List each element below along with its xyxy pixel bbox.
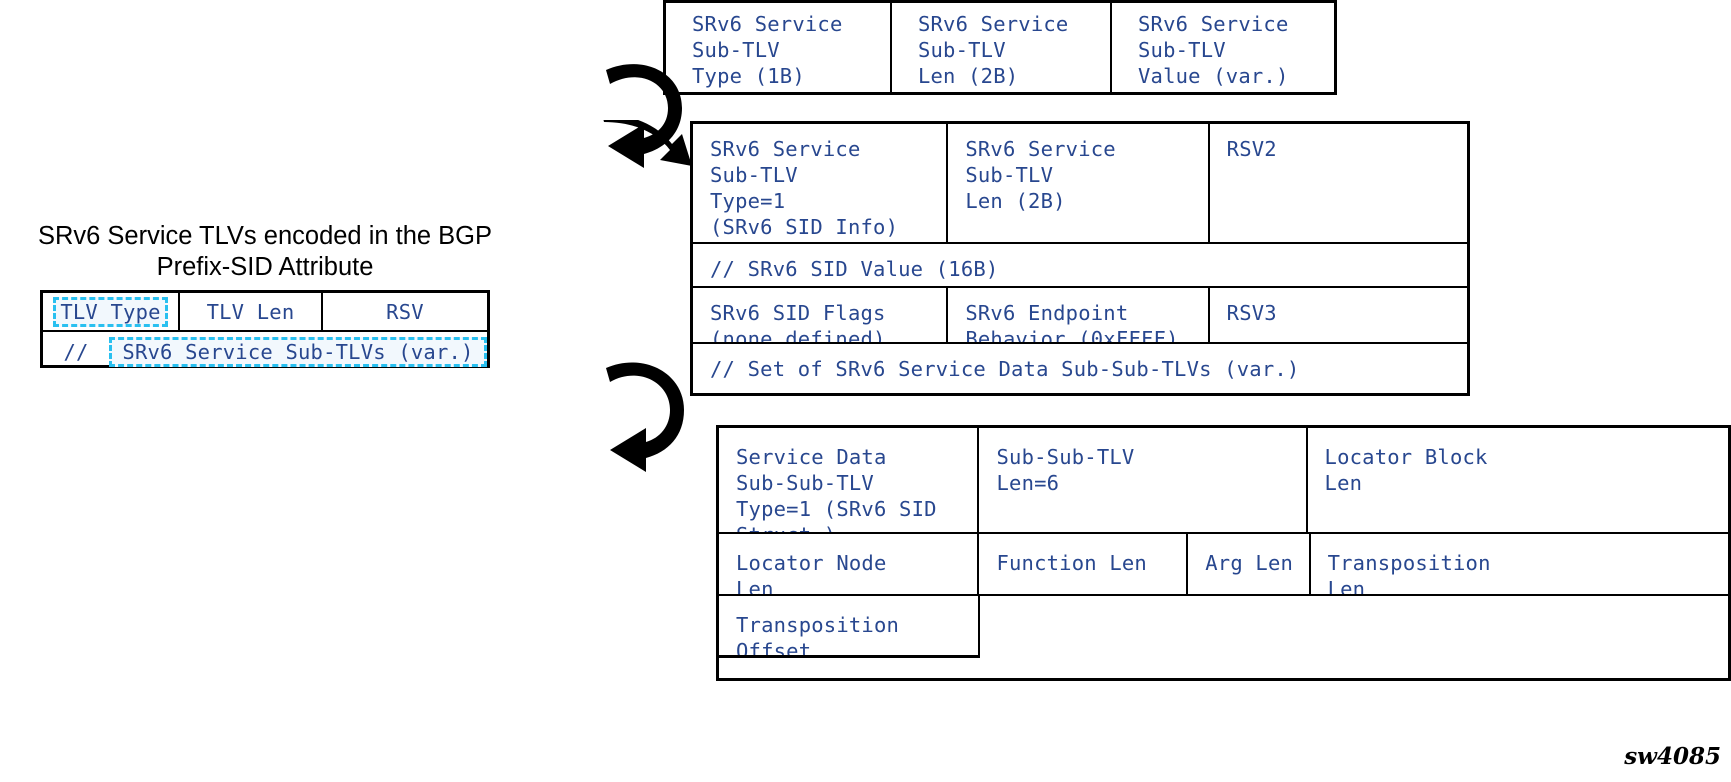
cell-continuation-marker: // [63, 339, 89, 364]
srv6-service-sub-tlvs-highlight: SRv6 Service Sub-TLVs (var.) [109, 336, 487, 367]
cell-sid-flags: SRv6 SID Flags (none defined) [693, 288, 949, 342]
cell-sub-sub-tlv-type: Service Data Sub-Sub-TLV Type=1 (SRv6 SI… [719, 428, 980, 532]
bgp-prefix-sid-attribute-table: TLV Type TLV Len RSV // SRv6 Service Sub… [40, 290, 490, 368]
cell-transposition-len: Transposition Len [1327, 551, 1491, 594]
cell-locator-node-len: Locator Node Len [719, 534, 980, 594]
cell-service-data-sub-sub-tlvs: // Set of SRv6 Service Data Sub-Sub-TLVs… [710, 357, 1300, 381]
cell-sub-tlv-len: SRv6 Service Sub-TLV Len (2B) [892, 3, 1112, 92]
cell-endpoint-behavior: SRv6 Endpoint Behavior (0xFFFF) [948, 288, 1210, 342]
cell-rsv3: RSV3 [1226, 301, 1277, 325]
tlv-type-highlight: TLV Type [53, 296, 168, 327]
cell-sub-tlv-type: SRv6 Service Sub-TLV Type (1B) [666, 3, 892, 92]
table-row: SRv6 Service Sub-TLV Type=1 (SRv6 SID In… [693, 124, 1467, 244]
cell-srv6-sid-value: // SRv6 SID Value (16B) [710, 257, 999, 281]
watermark: sw4085 [1624, 743, 1721, 770]
table-row: Locator Node Len Function Len Arg Len Tr… [719, 534, 1728, 596]
cell-sid-info-len: SRv6 Service Sub-TLV Len (2B) [948, 124, 1210, 242]
cell-transposition-offset: Transposition Offset [719, 596, 980, 658]
cell-sid-info-type: SRv6 Service Sub-TLV Type=1 (SRv6 SID In… [693, 124, 949, 242]
arrow-sub-tlv-to-sid-info-tail [603, 120, 692, 166]
cell-rsv: RSV [386, 299, 424, 324]
table-row: TLV Type TLV Len RSV [43, 293, 487, 332]
table-row: // Set of SRv6 Service Data Sub-Sub-TLVs… [693, 344, 1467, 395]
table-row: SRv6 SID Flags (none defined) SRv6 Endpo… [693, 288, 1467, 344]
cell-locator-block-len: Locator Block Len [1324, 445, 1488, 495]
cell-arg-len: Arg Len [1188, 534, 1311, 594]
table-row: Service Data Sub-Sub-TLV Type=1 (SRv6 SI… [719, 428, 1728, 534]
srv6-service-sub-tlv-table: SRv6 Service Sub-TLV Type (1B) SRv6 Serv… [663, 0, 1337, 95]
cell-function-len: Function Len [979, 534, 1189, 594]
table-row: // SRv6 SID Value (16B) [693, 244, 1467, 288]
cell-tlv-type: TLV Type [43, 293, 180, 330]
table-row: SRv6 Service Sub-TLV Type (1B) SRv6 Serv… [666, 3, 1334, 92]
cell-rsv2: RSV2 [1226, 137, 1277, 161]
srv6-sid-information-sub-tlv-table: SRv6 Service Sub-TLV Type=1 (SRv6 SID In… [690, 121, 1470, 396]
cell-sub-tlv-value: SRv6 Service Sub-TLV Value (var.) [1138, 12, 1289, 88]
cell-empty-filler [980, 596, 1728, 658]
cell-srv6-service-sub-tlvs: SRv6 Service Sub-TLVs (var.) [109, 332, 487, 371]
cell-sub-sub-tlv-len: Sub-Sub-TLV Len=6 [979, 428, 1308, 532]
srv6-sid-structure-sub-sub-tlv-table: Service Data Sub-Sub-TLV Type=1 (SRv6 SI… [716, 425, 1731, 681]
page-title: SRv6 Service TLVs encoded in the BGP Pre… [37, 222, 493, 281]
table-row: // SRv6 Service Sub-TLVs (var.) [43, 332, 487, 371]
table-row: Transposition Offset [719, 596, 1728, 658]
cell-tlv-len: TLV Len [180, 293, 323, 330]
